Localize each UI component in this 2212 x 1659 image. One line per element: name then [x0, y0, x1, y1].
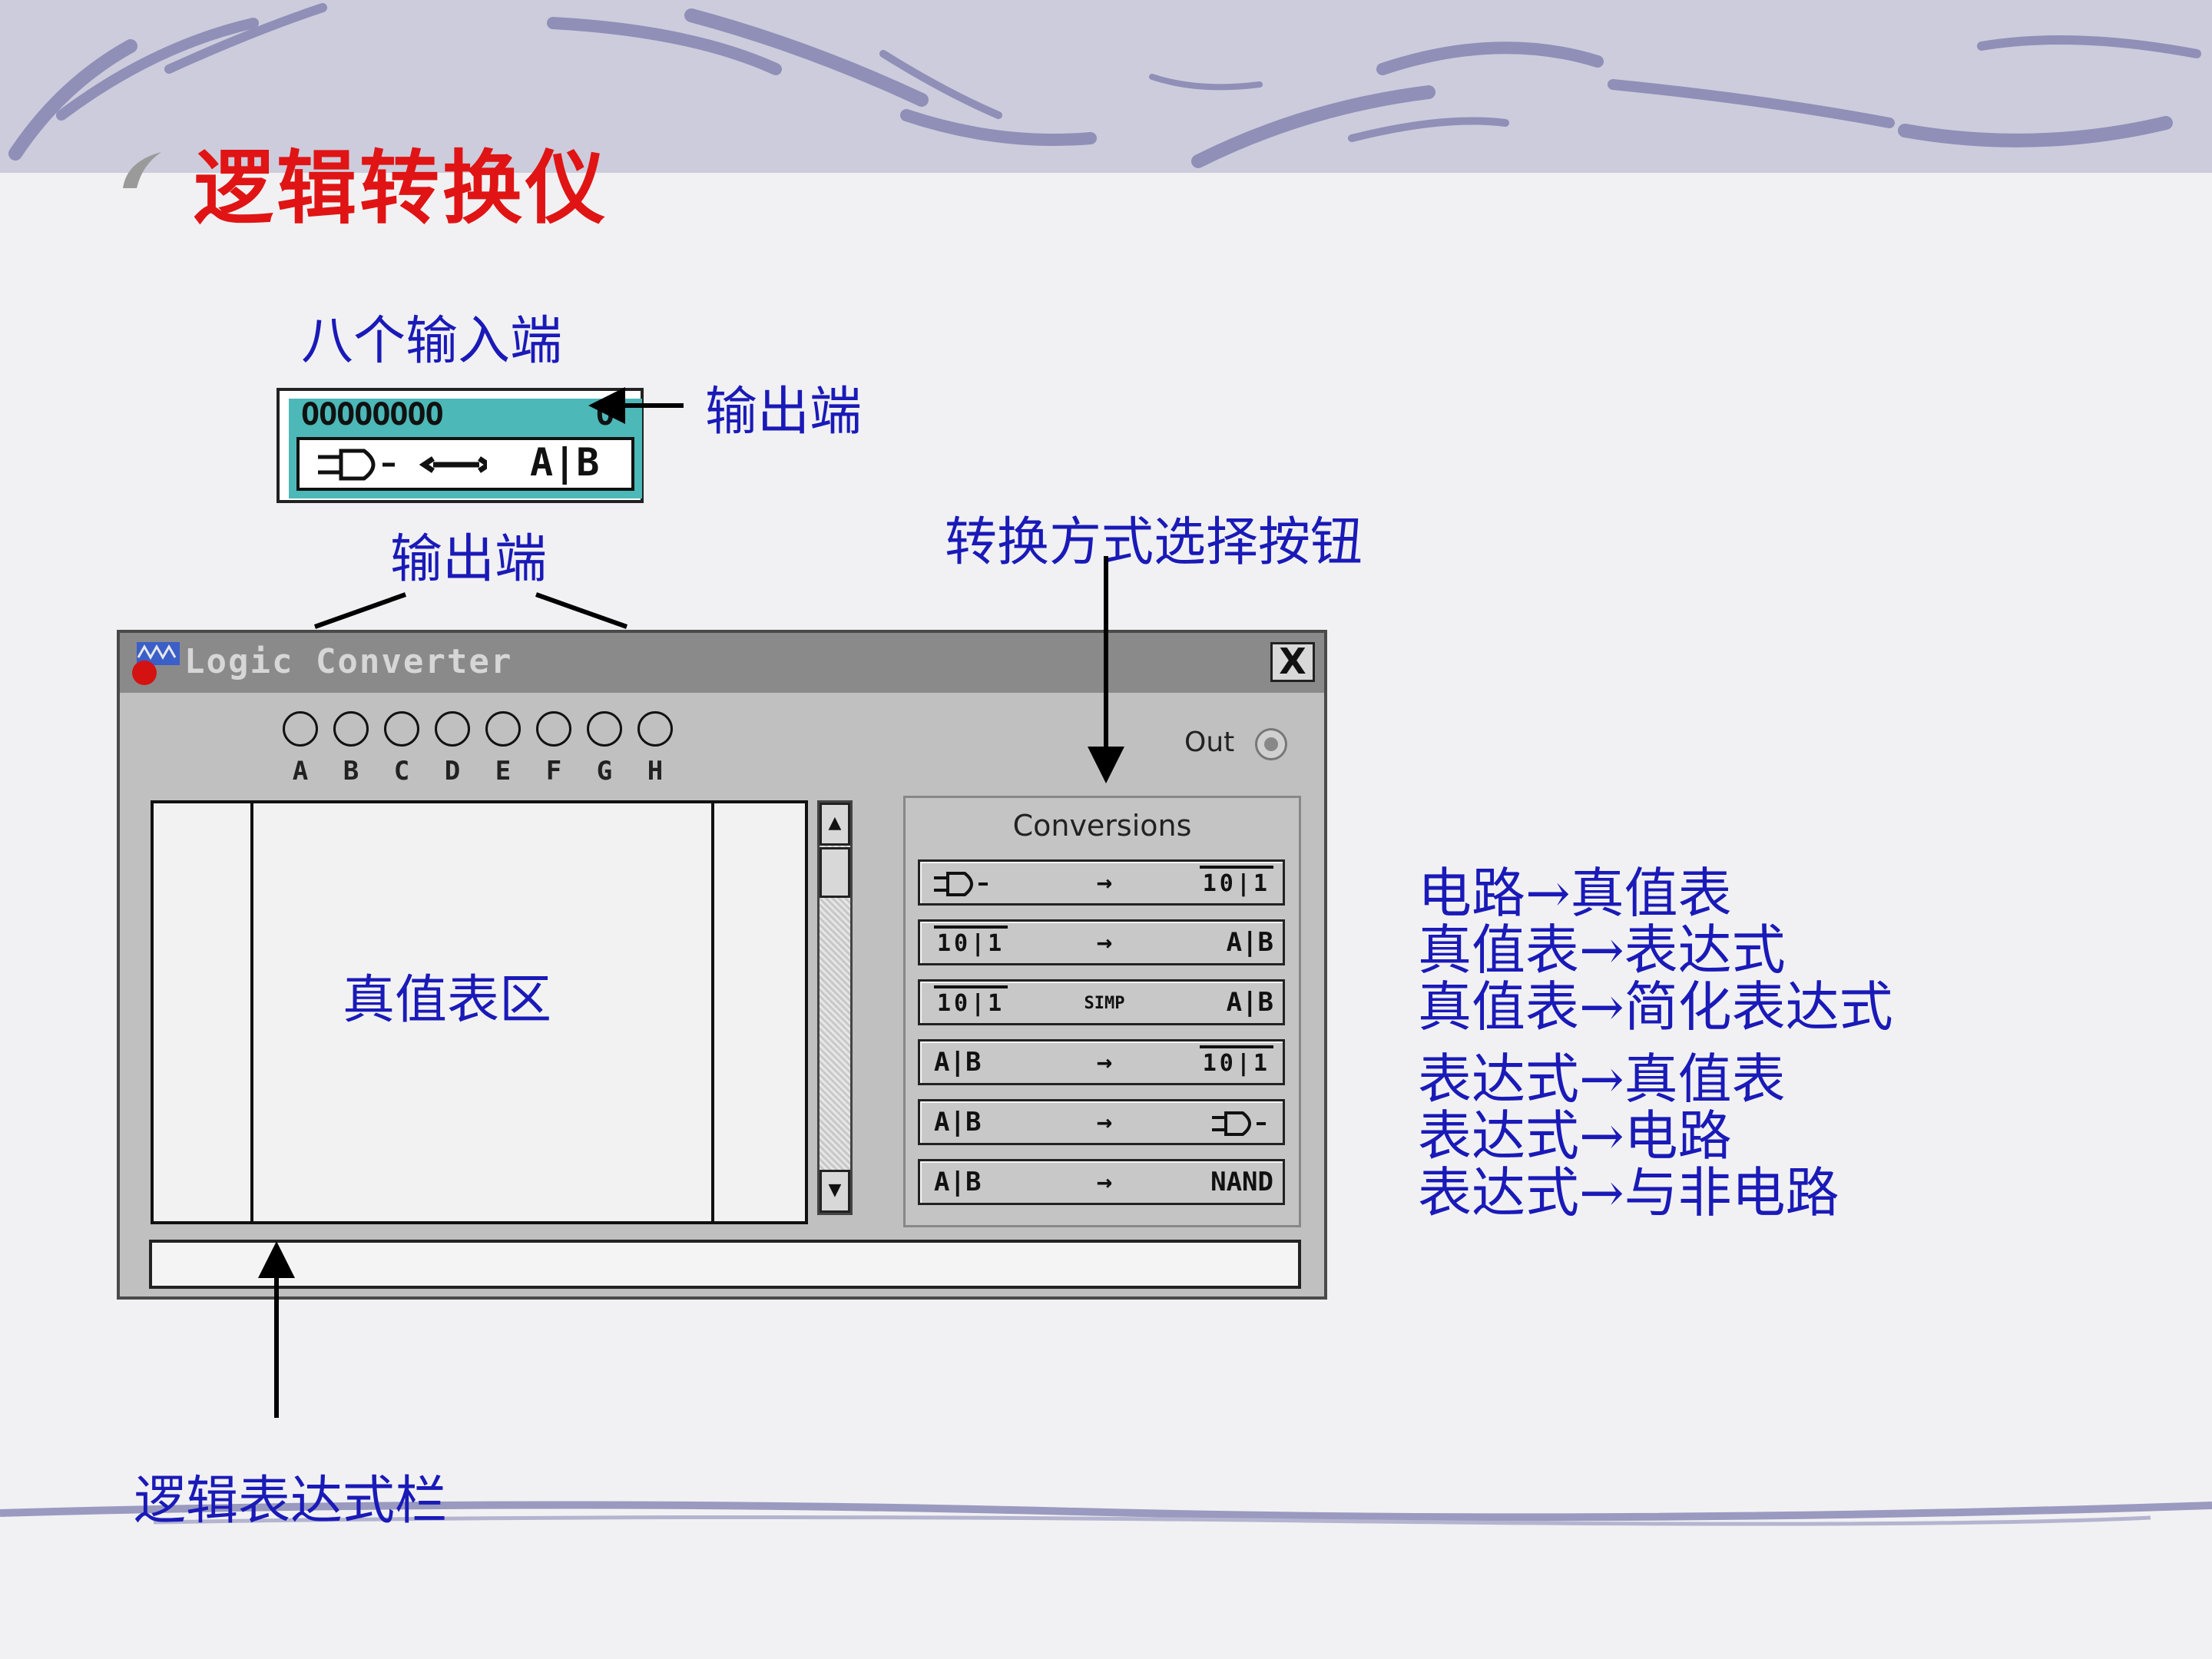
- out-label: Out: [1184, 727, 1235, 758]
- truth-table-divider: [711, 803, 714, 1221]
- header-brush-decoration: [0, 0, 2212, 173]
- arrow-icon: →: [1096, 867, 1113, 898]
- eight-inputs-label: 八个输入端: [301, 311, 563, 372]
- scroll-down-button[interactable]: ▼: [820, 1170, 850, 1213]
- arrow-icon: →: [1096, 927, 1113, 958]
- expression-icon: A|B: [934, 1047, 982, 1078]
- arrow-icon: →: [1096, 1107, 1113, 1137]
- expression-icon: A|B: [1226, 987, 1273, 1018]
- nand-label: NAND: [1210, 1167, 1273, 1197]
- expression-icon: A|B: [934, 1167, 982, 1197]
- conversions-panel: Conversions → 10|1 10|1 → A|B 10|1 SIMP …: [903, 796, 1301, 1227]
- input-label-f: F: [545, 756, 562, 786]
- logic-expression-bar[interactable]: [149, 1240, 1301, 1289]
- truth-table-to-simplified-expression-button[interactable]: 10|1 SIMP A|B: [918, 979, 1285, 1025]
- slide-title: 逻辑转换仪: [194, 141, 609, 235]
- conversion-list-item: 表达式→与非电路: [1418, 1161, 1839, 1224]
- input-terminal-f[interactable]: [536, 711, 571, 747]
- simp-arrow-icon: SIMP: [1084, 993, 1125, 1013]
- expression-to-circuit-button[interactable]: A|B →: [918, 1099, 1285, 1145]
- truth-table-area[interactable]: 真值表区: [151, 800, 808, 1224]
- input-label-g: G: [596, 756, 613, 786]
- scroll-thumb[interactable]: [820, 847, 850, 898]
- gate-to-expr-icon: [318, 449, 487, 481]
- logic-converter-window: Logic Converter X A B C D E F G H Out 真值…: [117, 630, 1327, 1300]
- truth-table-to-expression-button[interactable]: 10|1 → A|B: [918, 919, 1285, 965]
- expression-icon: A|B: [934, 1107, 982, 1137]
- arrow-icon: →: [1096, 1047, 1113, 1078]
- input-label-c: C: [393, 756, 410, 786]
- input-label-d: D: [444, 756, 461, 786]
- truth-table-area-label: 真值表区: [343, 970, 552, 1031]
- truth-table-icon: 10|1: [1199, 1045, 1273, 1079]
- truth-table-divider: [250, 803, 253, 1221]
- conversion-list-item: 真值表→简化表达式: [1418, 975, 1893, 1038]
- logic-converter-app-icon: [132, 642, 180, 685]
- gate-icon: [934, 871, 988, 896]
- close-button[interactable]: X: [1270, 642, 1315, 682]
- icon-expr-text: A|B: [530, 440, 600, 485]
- input-terminal-c[interactable]: [384, 711, 419, 747]
- expression-to-nand-button[interactable]: A|B → NAND: [918, 1159, 1285, 1205]
- input-terminal-h[interactable]: [637, 711, 673, 747]
- arrow-icon: →: [1096, 1167, 1113, 1197]
- truth-table-icon: 10|1: [1199, 866, 1273, 899]
- input-terminal-e[interactable]: [485, 711, 521, 747]
- gate-icon: [1212, 1111, 1266, 1136]
- expression-icon: A|B: [1226, 927, 1273, 958]
- window-titlebar[interactable]: Logic Converter X: [120, 633, 1324, 693]
- output-terminal[interactable]: [1255, 728, 1287, 760]
- conversion-list-item: 表达式→真值表: [1418, 1048, 1786, 1111]
- input-terminal-d[interactable]: [435, 711, 470, 747]
- input-terminal-g[interactable]: [587, 711, 622, 747]
- truth-table-scrollbar[interactable]: ▲ ▼: [817, 800, 853, 1215]
- footer-brush-decoration: [0, 1501, 2212, 1526]
- expression-bar-label: 逻辑表达式栏: [134, 1471, 448, 1532]
- window-title: Logic Converter: [184, 642, 513, 681]
- feather-bullet-icon: [123, 152, 161, 188]
- truth-table-icon: 10|1: [934, 926, 1008, 959]
- input-label-b: B: [343, 756, 359, 786]
- output-terminal-label: 输出端: [705, 382, 863, 442]
- conversion-list-item: 电路→真值表: [1418, 862, 1732, 925]
- conversion-list: 电路→真值表 真值表→表达式 真值表→简化表达式 表达式→真值表 表达式→电路 …: [1418, 865, 1893, 1221]
- truth-table-icon: 10|1: [934, 985, 1008, 1019]
- icon-output-terminal: O: [596, 397, 615, 432]
- conversion-list-item: 真值表→表达式: [1418, 919, 1786, 982]
- circuit-to-truth-table-button[interactable]: → 10|1: [918, 859, 1285, 906]
- input-label-e: E: [495, 756, 512, 786]
- input-terminal-a[interactable]: [283, 711, 318, 747]
- input-label-h: H: [647, 756, 664, 786]
- logic-converter-icon: OOOOOOOO O A|B: [276, 388, 644, 503]
- conversion-buttons-label: 转换方式选择按钮: [945, 512, 1363, 573]
- conversion-list-item: 表达式→电路: [1418, 1104, 1732, 1167]
- output-terminal-label-2: 输出端: [390, 529, 548, 590]
- input-terminal-b[interactable]: [333, 711, 369, 747]
- icon-input-terminals: OOOOOOOO: [301, 397, 444, 432]
- input-label-a: A: [292, 756, 309, 786]
- expression-to-truth-table-button[interactable]: A|B → 10|1: [918, 1039, 1285, 1085]
- conversions-title: Conversions: [1012, 809, 1192, 843]
- scroll-up-button[interactable]: ▲: [820, 803, 850, 846]
